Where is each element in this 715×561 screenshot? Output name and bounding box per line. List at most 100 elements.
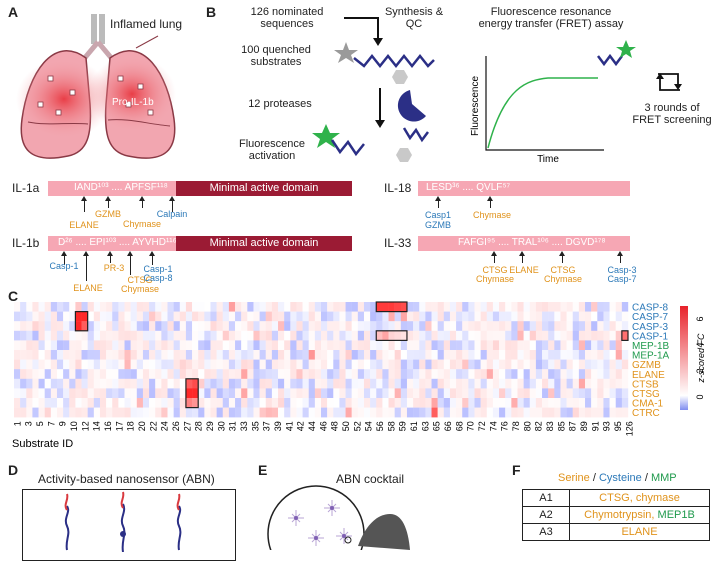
table-row: A2 Chymotrypsin, MEP1B bbox=[522, 506, 710, 524]
heatmap-cell bbox=[327, 378, 334, 389]
heatmap-cell bbox=[339, 302, 346, 312]
heatmap-cell bbox=[185, 340, 193, 351]
heatmap-cell bbox=[69, 388, 76, 399]
heatmap-cell bbox=[192, 350, 199, 360]
heatmap-cell bbox=[505, 302, 512, 312]
heatmap-cell bbox=[241, 311, 248, 322]
heatmap-cell bbox=[63, 302, 70, 312]
heatmap-cell bbox=[216, 340, 223, 351]
heatmap-cell bbox=[167, 407, 174, 418]
row-proteases: ELANE bbox=[569, 523, 710, 541]
heatmap-x-tick: 29 bbox=[205, 421, 215, 431]
heatmap-cell bbox=[419, 321, 426, 331]
heatmap-cell bbox=[363, 378, 371, 389]
heatmap-cell bbox=[585, 388, 592, 399]
heatmap-cell bbox=[247, 321, 254, 331]
heatmap-cell bbox=[566, 350, 573, 360]
heatmap-cell bbox=[210, 407, 217, 418]
heatmap-cell bbox=[609, 302, 616, 312]
heatmap-cell bbox=[149, 311, 156, 322]
heatmap-cell bbox=[284, 407, 291, 418]
heatmap-cell bbox=[192, 330, 199, 341]
heatmap-cell bbox=[142, 302, 150, 312]
heatmap-cell bbox=[388, 340, 395, 351]
heatmap-cell bbox=[480, 369, 487, 379]
heatmap-cell bbox=[327, 398, 334, 408]
il33-cut-1b: Chymase bbox=[475, 274, 514, 284]
heatmap-cell bbox=[327, 407, 334, 418]
il33-cut-4b: Casp-7 bbox=[607, 274, 637, 284]
heatmap-x-tick: 61 bbox=[409, 421, 419, 431]
heatmap-cell bbox=[99, 311, 107, 322]
heatmap-cell bbox=[585, 378, 592, 389]
heatmap-cell bbox=[161, 369, 168, 379]
heatmap-cell bbox=[394, 407, 402, 418]
heatmap-cell bbox=[278, 302, 285, 312]
heatmap-cell bbox=[554, 302, 561, 312]
heatmap-cell bbox=[517, 369, 524, 379]
heatmap-cell bbox=[87, 321, 95, 331]
heatmap-cell bbox=[149, 378, 156, 389]
il1b-cut-casp1: Casp-1 bbox=[49, 261, 79, 271]
panel-b-schematic bbox=[300, 12, 470, 172]
heatmap-cell bbox=[419, 407, 426, 418]
heatmap-cell bbox=[314, 407, 322, 418]
heatmap-cell bbox=[228, 388, 236, 399]
panel-d-title: Activity-based nanosensor (ABN) bbox=[38, 472, 215, 486]
heatmap-cell bbox=[14, 388, 21, 399]
heatmap-cell bbox=[302, 311, 309, 322]
il33-cut-1: CTSG Chymase bbox=[474, 266, 516, 284]
heatmap-cell bbox=[357, 369, 365, 379]
heatmap-cell bbox=[296, 398, 303, 408]
heatmap-cell bbox=[284, 330, 291, 341]
heatmap-cell bbox=[216, 330, 223, 341]
legend-serine: Serine bbox=[558, 472, 590, 484]
heatmap-cell bbox=[308, 398, 316, 408]
heatmap-cell bbox=[173, 378, 180, 389]
heatmap-cell bbox=[198, 407, 205, 418]
heatmap-cell bbox=[597, 369, 604, 379]
heatmap-cell bbox=[14, 369, 21, 379]
heatmap-cell bbox=[560, 311, 567, 322]
heatmap-cell bbox=[345, 350, 352, 360]
heatmap-cell bbox=[406, 340, 414, 351]
heatmap-cell bbox=[621, 311, 629, 322]
heatmap-cell bbox=[376, 302, 383, 312]
heatmap-cell bbox=[609, 398, 616, 408]
heatmap-cell bbox=[499, 359, 506, 370]
heatmap-cell bbox=[284, 311, 291, 322]
heatmap-cell bbox=[228, 378, 236, 389]
heatmap-cell bbox=[106, 388, 113, 399]
heatmap-cell bbox=[370, 388, 377, 399]
heatmap-cell bbox=[149, 350, 156, 360]
il1a-cut-gzmb: GZMB bbox=[95, 209, 121, 219]
il33-seq: FAFGI⁹⁵ .... TRAL¹⁰⁶ .... DGVD¹⁷⁸ bbox=[458, 237, 606, 248]
heatmap-cell bbox=[44, 359, 52, 370]
heatmap-cell bbox=[308, 388, 316, 399]
heatmap-cell bbox=[511, 369, 518, 379]
heatmap-cell bbox=[124, 359, 131, 370]
heatmap-cell bbox=[296, 359, 303, 370]
heatmap-cell bbox=[20, 330, 27, 341]
heatmap-cell bbox=[437, 407, 444, 418]
heatmap-cell bbox=[560, 330, 567, 341]
heatmap-cell bbox=[284, 388, 291, 399]
il33-cut-3b: Chymase bbox=[543, 274, 582, 284]
heatmap-cell bbox=[198, 350, 205, 360]
heatmap-cell bbox=[339, 378, 346, 389]
heatmap-cell bbox=[32, 321, 39, 331]
heatmap-cell bbox=[155, 302, 162, 312]
heatmap-cell bbox=[591, 388, 598, 399]
heatmap-cell bbox=[363, 359, 371, 370]
heatmap-cell bbox=[314, 388, 322, 399]
heatmap-cell bbox=[179, 321, 187, 331]
heatmap-cell bbox=[400, 350, 408, 360]
heatmap-cell bbox=[560, 350, 567, 360]
heatmap-cell bbox=[241, 302, 248, 312]
heatmap-cell bbox=[210, 321, 217, 331]
heatmap-cell bbox=[406, 378, 414, 389]
heatmap-cell bbox=[529, 321, 537, 331]
heatmap-cell bbox=[400, 340, 408, 351]
heatmap-cell bbox=[314, 398, 322, 408]
heatmap-x-tick: 14 bbox=[92, 421, 102, 431]
